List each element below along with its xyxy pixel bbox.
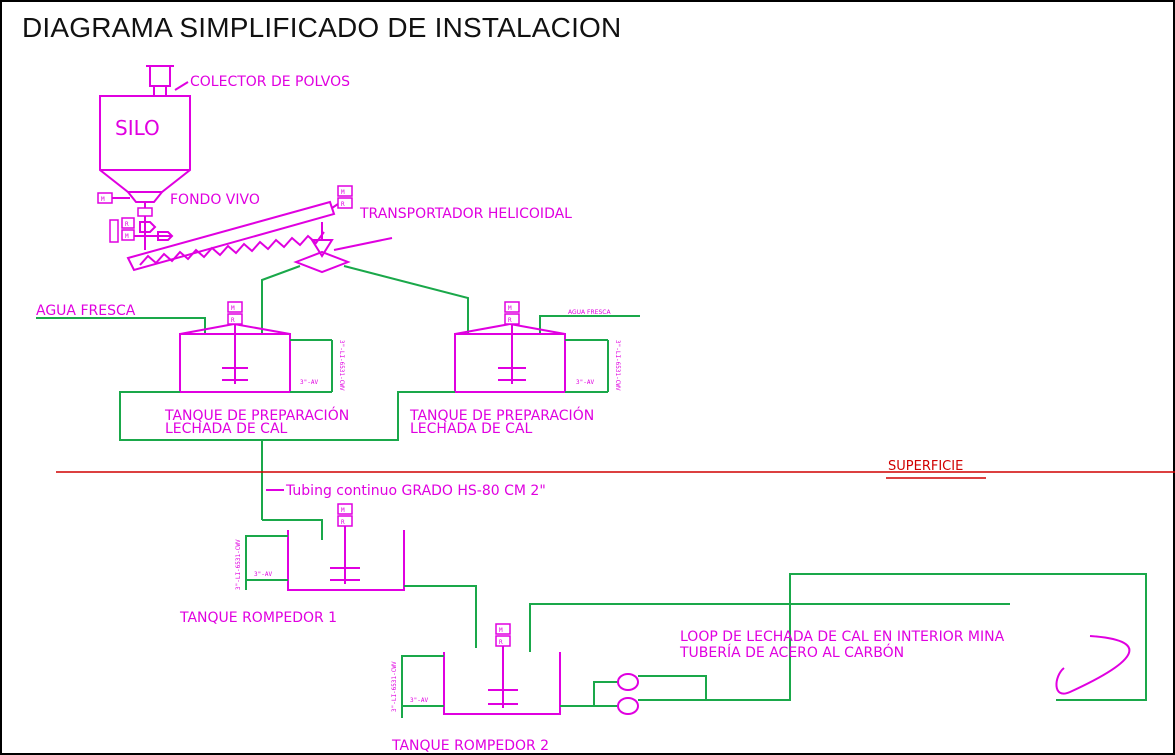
svg-text:3"-LI-6531-CWV: 3"-LI-6531-CWV xyxy=(391,661,398,712)
loop-return-line xyxy=(529,603,1010,652)
svg-text:R: R xyxy=(499,639,503,646)
svg-text:R: R xyxy=(341,519,345,526)
svg-text:3"-AV: 3"-AV xyxy=(576,379,594,386)
prep-outlet-lines xyxy=(119,391,455,520)
screw-conveyor: M R xyxy=(126,185,353,272)
svg-text:3"-AV: 3"-AV xyxy=(410,697,428,704)
svg-text:M: M xyxy=(125,233,129,240)
svg-text:M: M xyxy=(499,627,503,634)
screw-conveyor-label: TRANSPORTADOR HELICOIDAL xyxy=(359,206,572,222)
svg-text:M: M xyxy=(341,507,345,514)
prep-tank-2-label-line1: TANQUE DE PREPARACIÓN xyxy=(409,406,594,424)
breaker-tank-1: M R 3"-AV 3"-LI-6531-CWV xyxy=(235,503,405,591)
live-bottom: M xyxy=(97,191,165,204)
svg-text:3"-AV: 3"-AV xyxy=(254,571,272,578)
loop-label-line1: LOOP DE LECHADA DE CAL EN INTERIOR MINA xyxy=(680,629,1005,645)
silo xyxy=(99,95,191,193)
dust-collector xyxy=(146,65,189,96)
fresh-water-line xyxy=(36,317,206,334)
fresh-water-small-label: AGUA FRESCA xyxy=(568,309,611,316)
collector-label: COLECTOR DE POLVOS xyxy=(190,74,350,90)
breaker-tank-2: M R 3"-AV 3"-LI-6531-CWV xyxy=(391,623,561,718)
splitter xyxy=(293,222,393,274)
svg-text:M: M xyxy=(341,189,345,196)
feed-to-breaker-1 xyxy=(262,519,323,540)
svg-text:3"-LI-6531-CWV: 3"-LI-6531-CWV xyxy=(614,340,621,391)
diagram-title: DIAGRAMA SIMPLIFICADO DE INSTALACION xyxy=(22,12,622,43)
splitter-feed-lines xyxy=(261,265,469,334)
rotary-valve: R M xyxy=(109,202,174,250)
svg-text:3"-LI-6531-CWV: 3"-LI-6531-CWV xyxy=(235,539,242,590)
svg-text:M: M xyxy=(231,305,235,312)
pumps xyxy=(560,573,1147,715)
tubing-label: Tubing continuo GRADO HS-80 CM 2" xyxy=(285,483,546,499)
breaker-tank-1-label: TANQUE ROMPEDOR 1 xyxy=(179,610,337,626)
prep-tank-1: M R 3"-AV 3"-LI-6531-CWV xyxy=(179,301,345,393)
fresh-water-label: AGUA FRESCA xyxy=(36,303,136,319)
prep-tank-1-label-line1: TANQUE DE PREPARACIÓN xyxy=(164,406,349,424)
svg-text:M: M xyxy=(508,305,512,312)
loop-indicator xyxy=(1055,635,1131,695)
svg-text:R: R xyxy=(508,317,512,324)
silo-label: SILO xyxy=(115,116,160,140)
prep-tank-2-label-line2: LECHADA DE CAL xyxy=(410,421,533,437)
loop-label-line2: TUBERÍA DE ACERO AL CARBÓN xyxy=(679,643,904,661)
feed-to-breaker-2 xyxy=(404,585,477,648)
svg-text:R: R xyxy=(125,221,129,228)
fresh-water-line-2 xyxy=(539,315,640,334)
prep-tank-1-label-line2: LECHADA DE CAL xyxy=(165,421,288,437)
svg-text:3"-LI-6531-CWV: 3"-LI-6531-CWV xyxy=(338,340,345,391)
svg-text:M: M xyxy=(101,196,105,203)
surface-label: SUPERFICIE xyxy=(888,459,963,474)
svg-text:R: R xyxy=(341,201,345,208)
svg-text:3"-AV: 3"-AV xyxy=(300,379,318,386)
prep-tank-2: M R 3"-AV 3"-LI-6531-CWV xyxy=(454,301,621,393)
live-bottom-label: FONDO VIVO xyxy=(170,192,260,208)
breaker-tank-2-label: TANQUE ROMPEDOR 2 xyxy=(391,738,549,754)
svg-text:R: R xyxy=(231,317,235,324)
